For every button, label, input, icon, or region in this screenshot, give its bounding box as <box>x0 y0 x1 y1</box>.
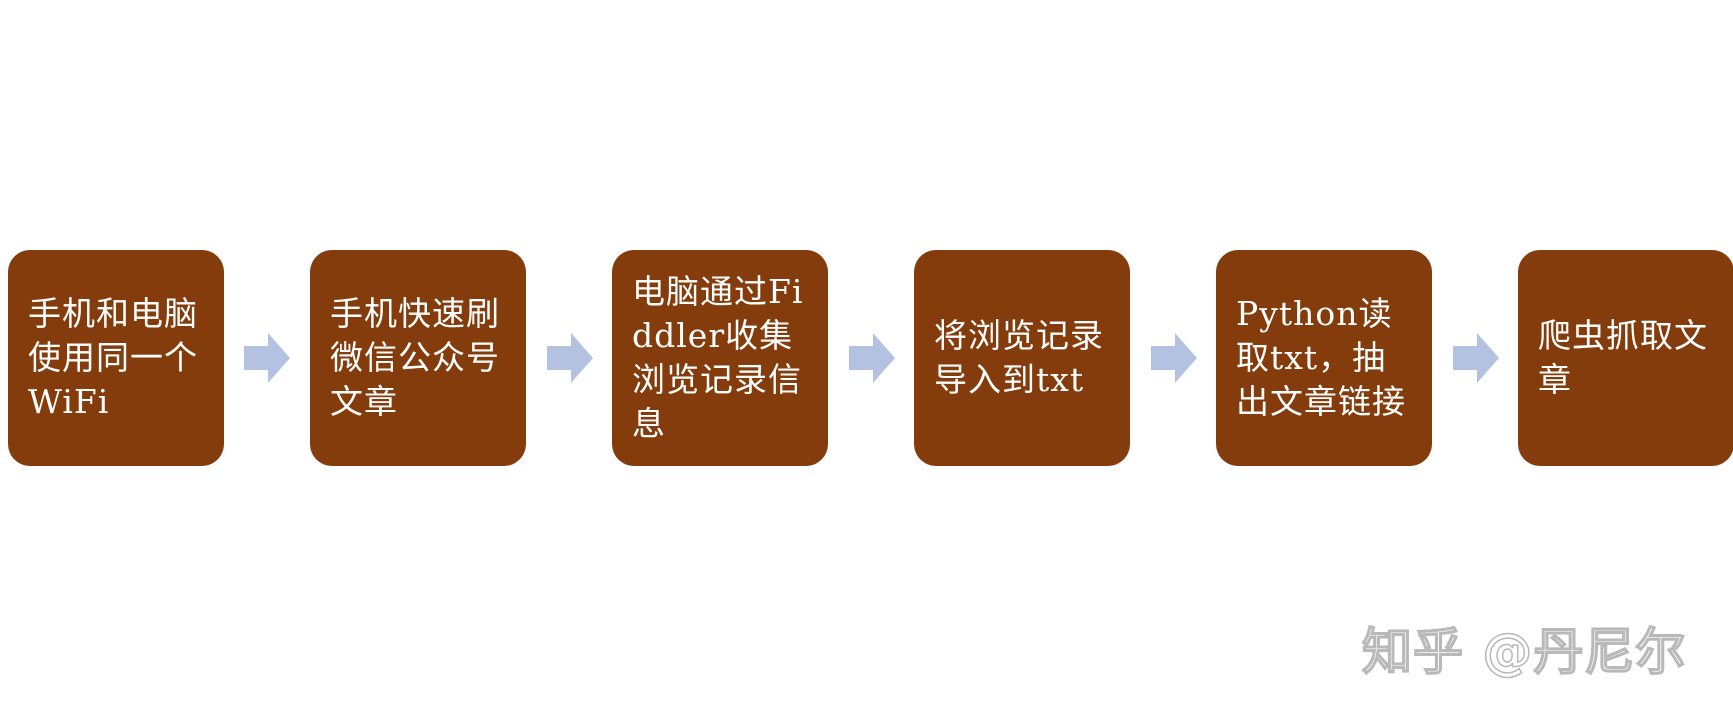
step-2-box: 手机快速刷微信公众号文章 <box>310 250 526 466</box>
step-1-box: 手机和电脑使用同一个WiFi <box>8 250 224 466</box>
step-1-label: 手机和电脑使用同一个WiFi <box>28 294 198 421</box>
arrow-1-to-2-icon <box>244 333 290 383</box>
step-6-label: 爬虫抓取文章 <box>1538 316 1708 399</box>
step-5-label: Python读取txt，抽出文章链接 <box>1236 294 1406 421</box>
arrow-2-to-3-icon <box>547 333 593 383</box>
step-2-label: 手机快速刷微信公众号文章 <box>330 294 500 421</box>
arrow-4-to-5-icon <box>1151 333 1197 383</box>
watermark: 知乎 @丹尼尔 <box>1361 622 1687 682</box>
step-6-box: 爬虫抓取文章 <box>1518 250 1733 466</box>
step-3-label: 电脑通过Fiddler收集浏览记录信息 <box>632 272 804 443</box>
step-5-box: Python读取txt，抽出文章链接 <box>1216 250 1432 466</box>
step-4-box: 将浏览记录导入到txt <box>914 250 1130 466</box>
arrow-5-to-6-icon <box>1453 333 1499 383</box>
arrow-3-to-4-icon <box>849 333 895 383</box>
step-3-box: 电脑通过Fiddler收集浏览记录信息 <box>612 250 828 466</box>
step-4-label: 将浏览记录导入到txt <box>934 316 1104 399</box>
